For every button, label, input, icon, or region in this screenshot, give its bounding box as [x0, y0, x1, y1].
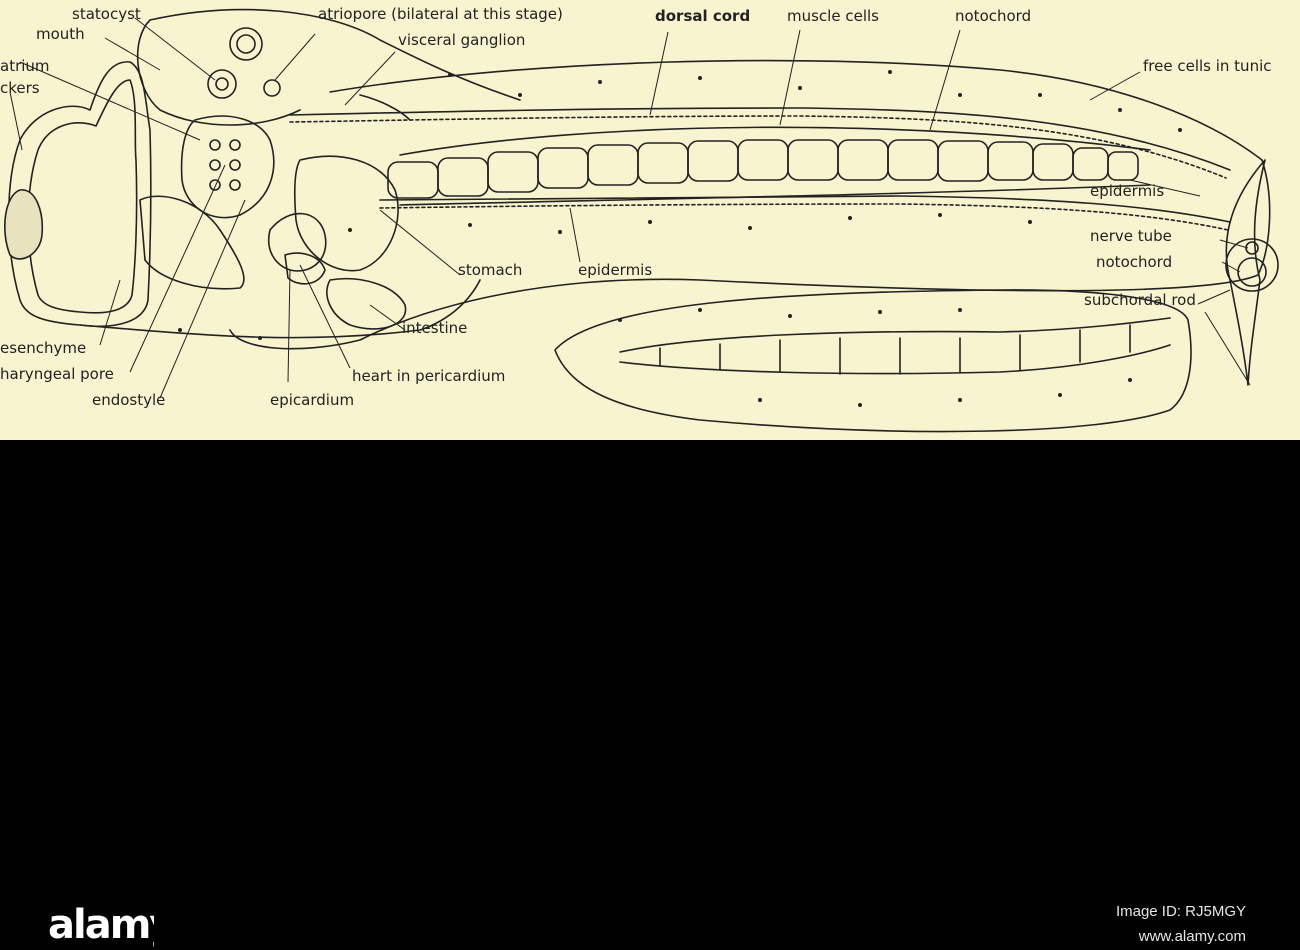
atriopore-organ — [264, 80, 280, 96]
label-muscle-cells: muscle cells — [787, 8, 879, 24]
lower-tunic-lobe — [555, 290, 1191, 432]
ocellus-organ — [208, 70, 236, 98]
stomach-organ — [295, 156, 398, 270]
label-intestine: intestine — [402, 320, 467, 336]
heart-organ — [269, 214, 326, 271]
diagram-plate: statocyst mouth atrium ckers atriopore (… — [0, 0, 1300, 440]
label-statocyst: statocyst — [72, 6, 141, 22]
dorsal-cord-line — [290, 108, 1230, 170]
label-notochord-top: notochord — [955, 8, 1031, 24]
label-mouth: mouth — [36, 26, 85, 42]
label-atriopore: atriopore (bilateral at this stage) — [318, 6, 563, 22]
watermark-footer: alamy Image ID: RJ5MGY www.alamy.com — [0, 440, 1300, 530]
label-atrium: atrium — [0, 58, 50, 74]
image-id-text: Image ID: RJ5MGY — [1116, 903, 1246, 920]
cross-section-notochord — [1238, 258, 1266, 286]
label-epicardium: epicardium — [270, 392, 354, 408]
muscle-band-bottom — [400, 185, 1150, 205]
label-pharyngeal-pore: haryngeal pore — [0, 366, 114, 382]
visceral-ganglion-organ — [360, 95, 410, 120]
label-epidermis-mid: epidermis — [578, 262, 652, 278]
lower-tail-segments — [620, 318, 1170, 374]
label-notochord-right: notochord — [1096, 254, 1172, 270]
statocyst-organ — [230, 28, 262, 60]
head-wall-inner — [28, 80, 136, 313]
site-url-text: www.alamy.com — [1139, 928, 1246, 945]
label-mesenchyme: esenchyme — [0, 340, 86, 356]
adhesive-papilla — [5, 190, 42, 259]
label-visceral-ganglion: visceral ganglion — [398, 32, 525, 48]
label-suckers: ckers — [0, 80, 40, 96]
larva-drawing — [0, 0, 1300, 440]
label-free-cells: free cells in tunic — [1143, 58, 1272, 74]
dorsal-cord-line-2 — [290, 116, 1226, 178]
pharynx — [182, 116, 274, 218]
label-subchordal-rod: subchordal rod — [1084, 292, 1196, 308]
muscle-band-top — [400, 127, 1150, 155]
label-heart: heart in pericardium — [352, 368, 505, 384]
label-endostyle: endostyle — [92, 392, 165, 408]
label-epidermis-right: epidermis — [1090, 183, 1164, 199]
endostyle-organ — [140, 196, 244, 289]
alamy-logo: alamy — [48, 894, 154, 950]
label-stomach: stomach — [458, 262, 522, 278]
trunk-outline — [138, 10, 520, 125]
alamy-logo-text: alamy — [48, 902, 154, 948]
cross-section-outer — [1226, 239, 1278, 291]
label-nerve-tube: nerve tube — [1090, 228, 1172, 244]
label-dorsal-cord: dorsal cord — [655, 8, 750, 24]
